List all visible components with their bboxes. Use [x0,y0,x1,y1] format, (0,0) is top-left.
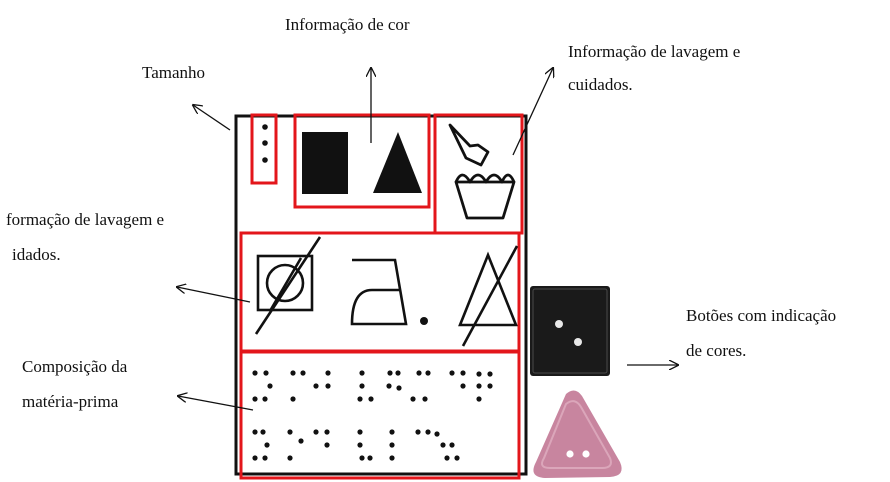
composition-label-line2: matéria-prima [22,392,119,411]
no-bleach-icon [458,245,519,347]
buttons-label-line1: Botões com indicação [686,306,837,325]
arrow-composition [178,396,254,411]
triangle-color-symbol [373,132,422,193]
color-box [293,113,431,209]
color-info-label: Informação de cor [285,15,410,34]
arrow-wash-care-left [177,287,251,303]
buttons-label-line2: de cores. [686,341,747,360]
color-symbols [302,132,422,194]
pointer-arrows [177,68,678,411]
composition-label-line1: Composição da [22,357,128,376]
pink-triangle-button [533,390,622,478]
arrow-wash-care-top [512,68,553,156]
iron-icon [350,258,428,326]
wash-care-left-label-line1: formação de lavagem e [6,210,165,229]
wash-care-left-label-line2: idados. [12,245,61,264]
no-tumble-dry-icon [254,236,322,335]
arrow-size [193,105,231,131]
black-square-button [530,286,610,376]
highlight-boxes [239,113,524,480]
composition-box [239,350,521,480]
braille-size-dots [262,124,268,163]
hand-wash-icon [448,123,516,220]
wash-care-top-label-line2: cuidados. [568,75,633,94]
wash-care-top-label-line1: Informação de lavagem e [568,42,741,61]
size-label: Tamanho [142,63,206,82]
size-box [250,113,278,185]
square-color-symbol [302,132,348,194]
braille-composition-dots [252,370,493,461]
